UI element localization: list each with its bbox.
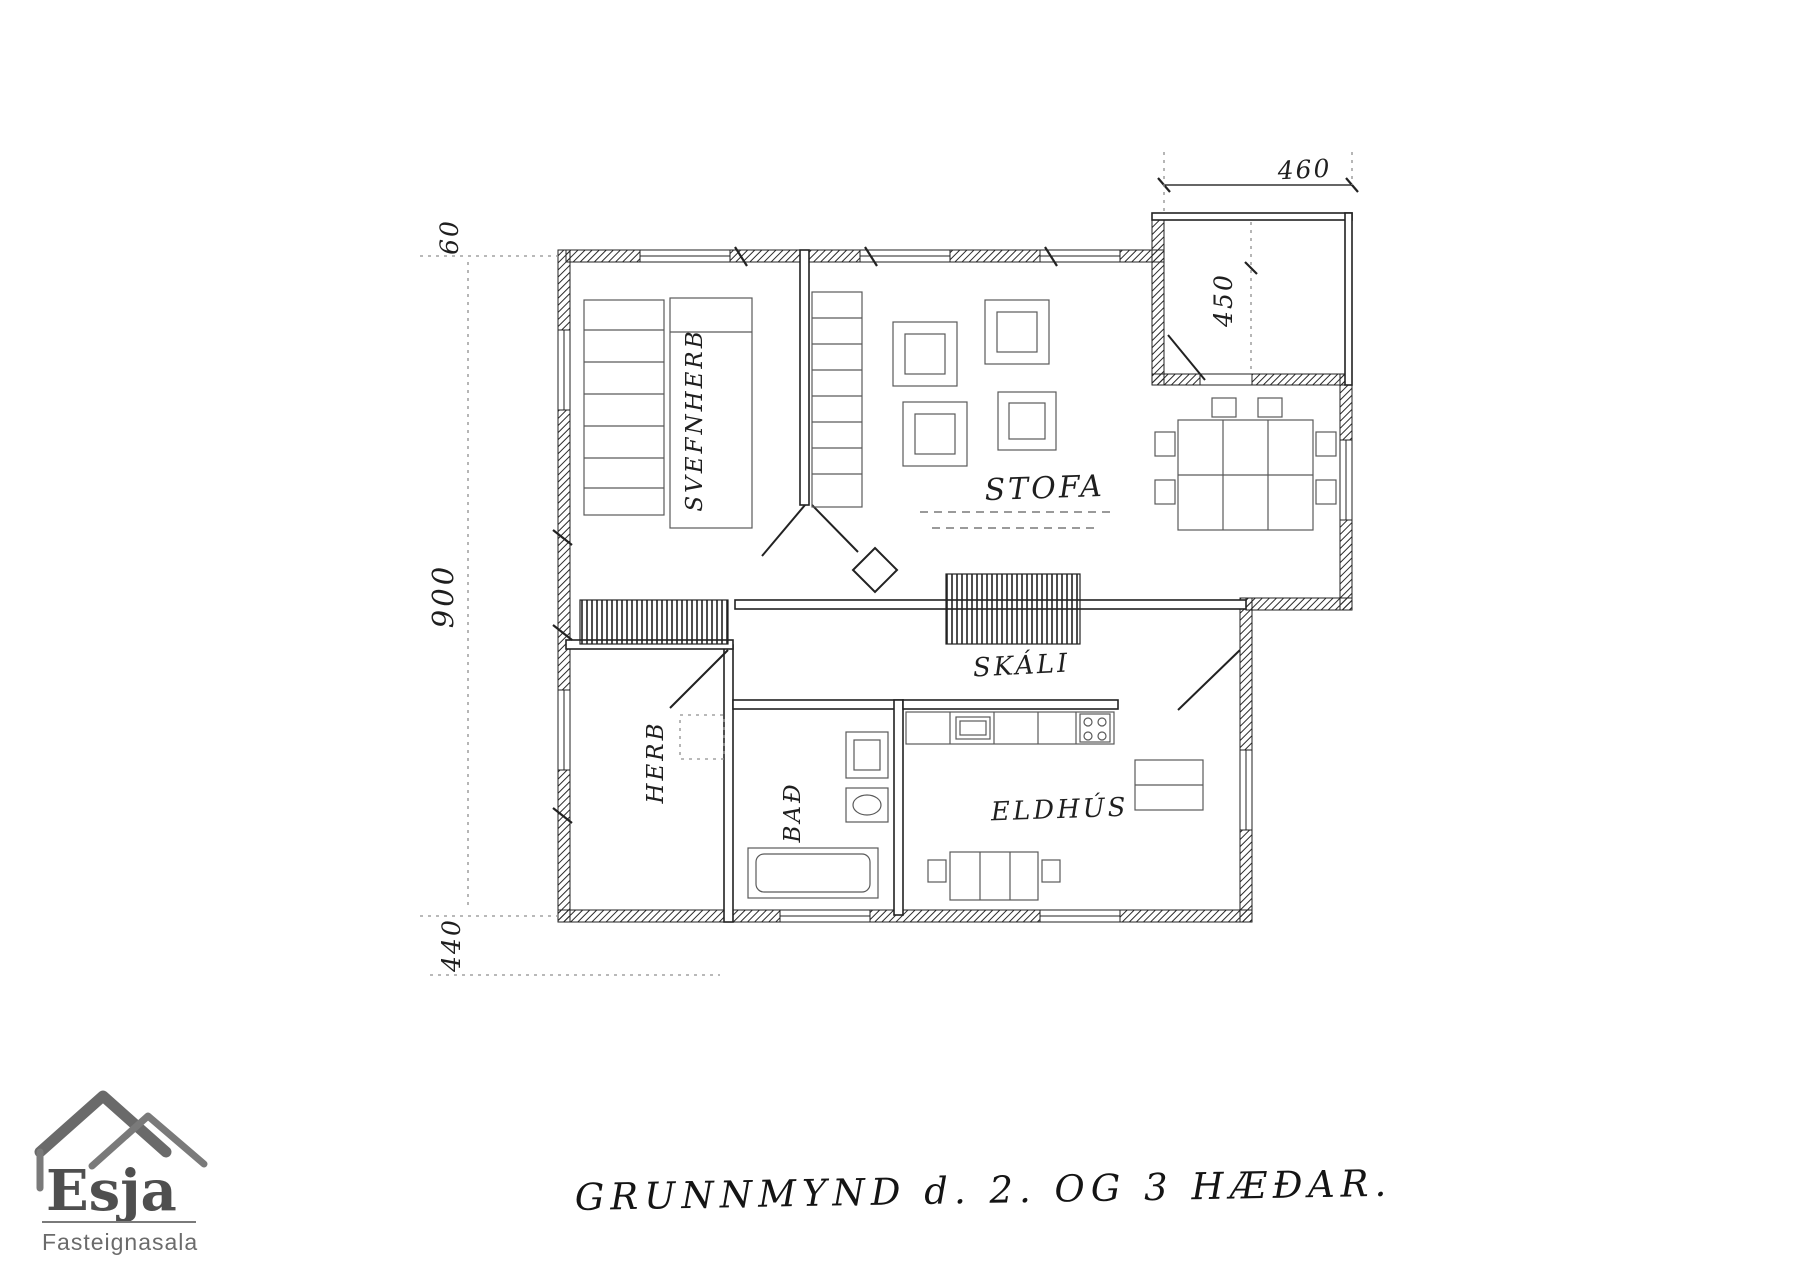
wall-bath-right <box>893 699 904 916</box>
label-herb: HERB <box>643 720 669 804</box>
bedroom-furniture <box>583 291 863 529</box>
esja-logo: Esja Fasteignasala <box>34 1090 208 1255</box>
dim-annex-depth: 450 <box>1209 273 1238 328</box>
dim-left-height: 900 <box>426 564 460 628</box>
stairs <box>579 573 1081 645</box>
wall-tick-marks <box>552 246 1058 824</box>
wall-herb-right <box>723 644 734 923</box>
dimension-annotations: 460 450 900 440 60 <box>420 152 1359 976</box>
interior-walls <box>565 249 1247 923</box>
stairs-center <box>945 573 1081 645</box>
bath-fixtures <box>679 714 889 899</box>
annex-walls <box>1151 212 1353 386</box>
dim-left-top: 60 <box>435 219 464 255</box>
wall-bedroom-divider <box>799 249 810 506</box>
kitchen-furniture <box>905 711 1204 901</box>
door-symbol <box>851 546 899 594</box>
wall-annex-top <box>1151 212 1353 221</box>
label-skali: SKÁLI <box>972 646 1071 683</box>
logo-brand-text: Esja <box>46 1158 177 1224</box>
stairs-left <box>579 599 729 645</box>
label-bad: BAÐ <box>780 781 806 843</box>
room-labels: SVEFNHERB STOFA SKÁLI HERB BAÐ ELDHÚS <box>643 328 1129 843</box>
windows <box>557 249 1353 923</box>
doors <box>669 504 1241 711</box>
logo-tagline: Fasteignasala <box>42 1229 198 1255</box>
dim-annex-width: 460 <box>1276 154 1332 186</box>
living-furniture <box>892 299 1337 531</box>
shower-area <box>679 714 725 760</box>
label-svefnherb: SVEFNHERB <box>682 328 708 511</box>
wall-living-bottom <box>1245 597 1353 611</box>
door-living <box>811 504 859 553</box>
logo-house-icon <box>34 1090 208 1192</box>
wall-kitchen-top <box>902 699 1119 710</box>
annex-door-swing <box>1167 334 1206 381</box>
plan-caption: GRUNNMYND d. 2. OG 3 HÆÐAR. <box>574 1162 1392 1219</box>
label-stofa: STOFA <box>984 469 1105 508</box>
dim-left-lower: 440 <box>437 918 466 973</box>
door-herb <box>669 649 729 709</box>
wall-annex-left <box>1151 212 1165 386</box>
label-eldhus: ELDHÚS <box>989 791 1129 828</box>
wall-bottom <box>557 909 1253 923</box>
wall-annex-right <box>1344 212 1353 386</box>
wall-bath-top <box>732 699 904 710</box>
annex-door-opening <box>1199 373 1253 386</box>
door-entry <box>1177 649 1241 711</box>
door-bedroom <box>761 504 806 557</box>
